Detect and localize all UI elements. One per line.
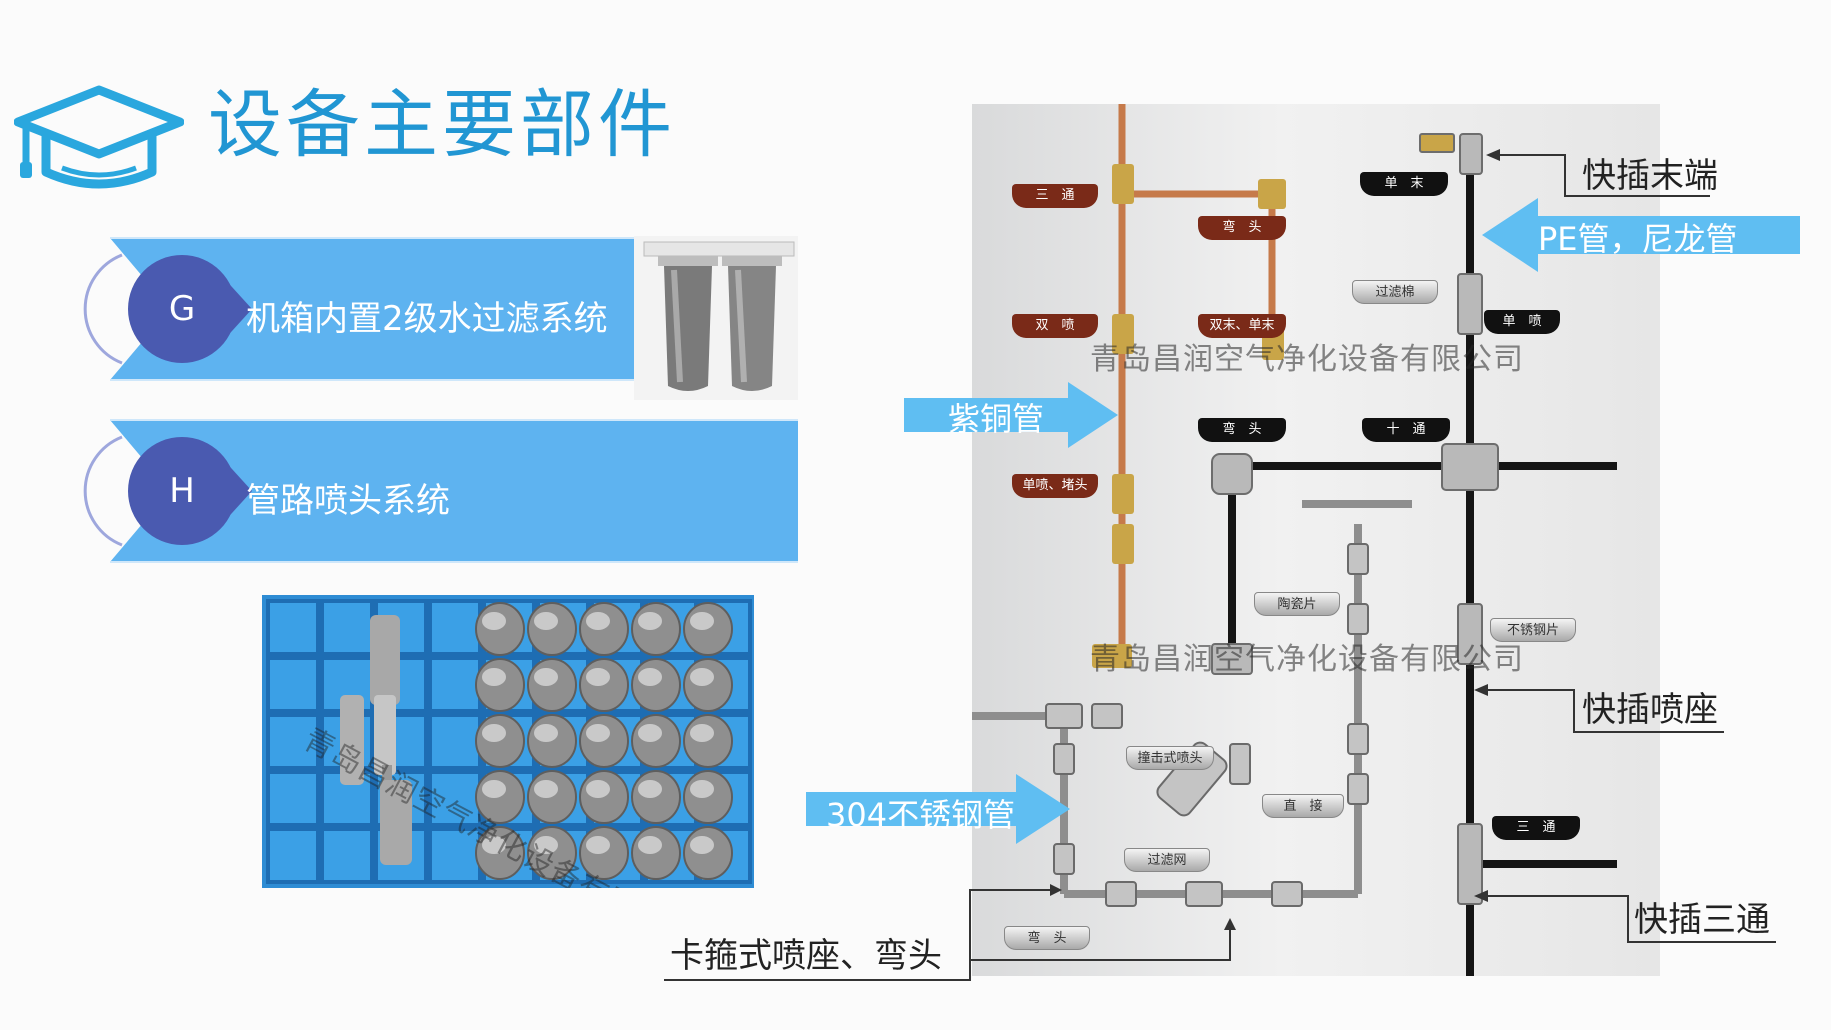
section-letter-h: H: [169, 471, 195, 511]
nozzle-cap-highlight: [534, 668, 558, 686]
nozzle-cap-highlight: [586, 836, 610, 854]
plate-pe-single-end: 单 末: [1360, 172, 1448, 196]
nozzle-cap-highlight: [482, 724, 506, 742]
callout-quick-tee: 快插三通: [1634, 900, 1770, 940]
diagram-watermark-top: 青岛昌润空气净化设备有限公司: [1090, 342, 1524, 377]
plate-filter-net: 过滤网: [1124, 848, 1210, 872]
nozzle-cap-highlight: [690, 780, 714, 798]
plate-pe-elbow: 弯 头: [1198, 418, 1286, 442]
copper-pipe-arrow: 紫铜管: [904, 382, 1118, 448]
plate-stainless-sheet: 不锈钢片: [1490, 618, 1576, 642]
nozzle-cap-highlight: [638, 668, 662, 686]
plate-steel-elbow: 弯 头: [1004, 926, 1090, 950]
nozzle-cap-highlight: [690, 836, 714, 854]
nozzle-tray-photo: 青岛昌润空气净化设备有限公司: [262, 595, 754, 888]
nozzle-cap-highlight: [690, 724, 714, 742]
plate-copper-elbow: 弯 头: [1198, 216, 1286, 240]
nozzle-cap-highlight: [690, 612, 714, 630]
nozzle-cap-highlight: [482, 668, 506, 686]
plate-pe-single: 单 喷: [1484, 310, 1560, 334]
nozzle-cap-highlight: [638, 612, 662, 630]
section-letter-g: G: [168, 289, 196, 329]
tray-cell: [266, 599, 320, 656]
page-title: 设备主要部件: [208, 82, 676, 168]
plate-copper-single-plug: 单喷、堵头: [1012, 474, 1098, 498]
steel-pipe-label: 304不锈钢管: [826, 796, 1016, 834]
steel-pipe-arrow: 304不锈钢管: [806, 774, 1070, 844]
plate-copper-double-end: 双末、单末: [1198, 314, 1286, 338]
nozzle-cap-highlight: [638, 780, 662, 798]
nozzle-cap-highlight: [586, 724, 610, 742]
nozzle-cap-highlight: [638, 836, 662, 854]
plate-ceramic: 陶瓷片: [1254, 592, 1340, 616]
nozzle-cap-highlight: [690, 668, 714, 686]
tray-cell: [428, 656, 482, 713]
nozzle-cap-highlight: [586, 668, 610, 686]
nozzle-cap-highlight: [586, 612, 610, 630]
copper-pipe-label: 紫铜管: [948, 400, 1045, 438]
tray-cell: [320, 599, 374, 656]
plate-pe-tee: 三 通: [1492, 816, 1580, 840]
water-filter-photo: [634, 236, 798, 400]
callout-clamp-seat: 卡箍式喷座、弯头: [670, 936, 942, 976]
nozzle-cap-highlight: [638, 724, 662, 742]
diagram-watermark-bottom: 青岛昌润空气净化设备有限公司: [1090, 642, 1524, 677]
pe-pipe-arrow: PE管，尼龙管: [1482, 198, 1800, 272]
callout-quick-seat: 快插喷座: [1582, 690, 1718, 730]
plate-pe-cross: 十 通: [1362, 418, 1450, 442]
plate-straight: 直 接: [1262, 794, 1344, 818]
nozzle-cap-highlight: [534, 780, 558, 798]
section-text-g: 机箱内置2级水过滤系统: [246, 299, 608, 339]
plate-filter-cotton: 过滤棉: [1352, 280, 1438, 304]
tray-cell: [428, 713, 482, 770]
tray-cell: [266, 827, 320, 884]
nozzle-cap-highlight: [534, 724, 558, 742]
plate-copper-tee: 三 通: [1012, 184, 1098, 208]
nozzle-cap-highlight: [482, 612, 506, 630]
graduation-cap-icon: [13, 84, 185, 194]
tray-cell: [266, 713, 320, 770]
nozzle-cap-highlight: [534, 612, 558, 630]
nozzle-cap-highlight: [482, 836, 506, 854]
plate-copper-double: 双 喷: [1012, 314, 1098, 338]
tray-cell: [266, 770, 320, 827]
pipe-diagram-panel: 三 通 弯 头 双 喷 双末、单末 单喷、堵头 单 末 单 喷 弯 头 十 通 …: [972, 104, 1660, 976]
section-band-h: H 管路喷头系统: [62, 417, 798, 565]
nozzle-cap-highlight: [534, 836, 558, 854]
plate-impact-nozzle: 撞击式喷头: [1126, 746, 1214, 770]
nozzle-cap-highlight: [586, 780, 610, 798]
tray-cell: [320, 827, 374, 884]
tray-cell: [266, 656, 320, 713]
pe-pipe-label: PE管，尼龙管: [1538, 220, 1738, 258]
section-text-h: 管路喷头系统: [246, 481, 450, 521]
callout-quick-end: 快插末端: [1582, 156, 1718, 196]
nozzle-cap-highlight: [482, 780, 506, 798]
